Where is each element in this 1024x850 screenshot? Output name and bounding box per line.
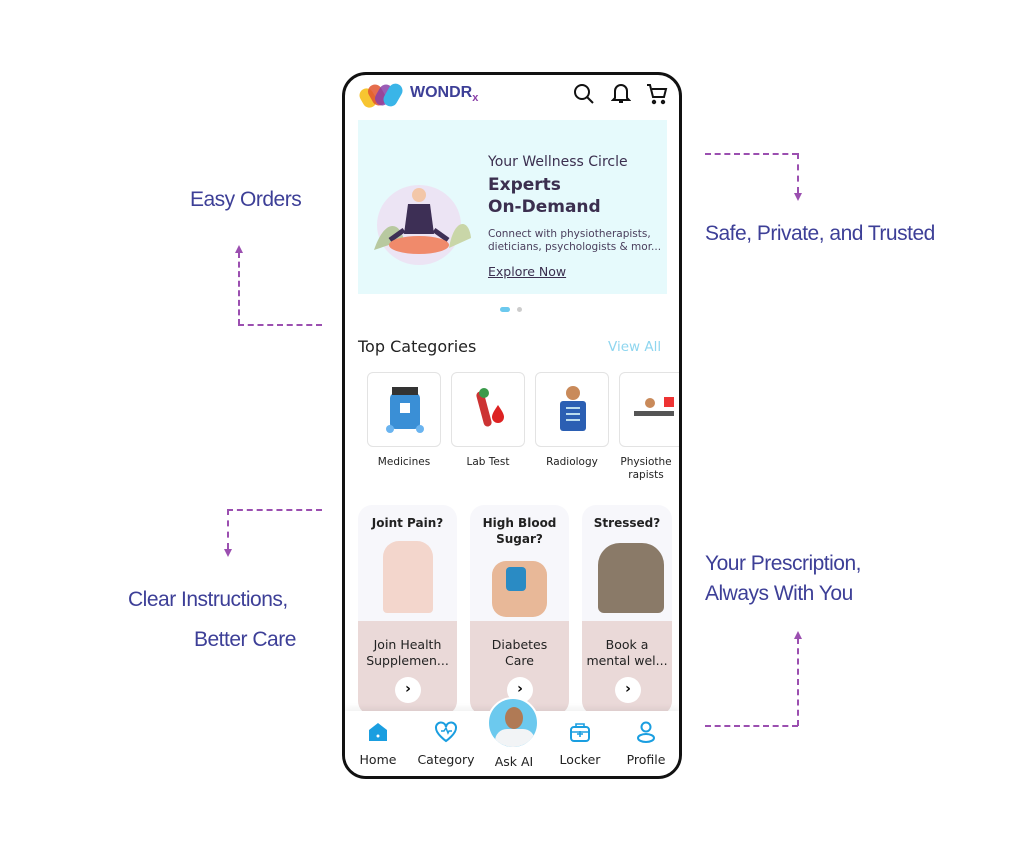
health-card[interactable]: High Blood Sugar? Diabetes Care› xyxy=(470,505,569,715)
banner-title-1: Experts xyxy=(488,175,561,195)
category-lab-test[interactable] xyxy=(451,372,525,447)
glucose-meter-image xyxy=(492,561,547,617)
view-all-link[interactable]: View All xyxy=(608,339,662,355)
category-label: Medicines xyxy=(377,456,431,468)
banner-title-2: On-Demand xyxy=(488,197,601,217)
category-label: Physiothe rapists xyxy=(620,456,672,481)
stressed-man-image xyxy=(598,543,664,613)
card-question: Joint Pain? xyxy=(371,516,444,530)
category-radiology[interactable] xyxy=(535,372,609,447)
card-question: High Blood Sugar? xyxy=(482,516,557,546)
carousel-dot[interactable] xyxy=(517,307,522,312)
brand-sub: x xyxy=(472,92,479,105)
arrow-line xyxy=(797,638,799,726)
arrow-line xyxy=(797,153,799,193)
joint-pain-image xyxy=(383,541,433,613)
annotation-clear-1: Clear Instructions, xyxy=(128,588,288,611)
category-label: Radiology xyxy=(546,456,598,468)
nav-profile[interactable]: Profile xyxy=(613,711,679,776)
annotation-clear-2: Better Care xyxy=(194,628,296,651)
category-physiotherapists[interactable] xyxy=(619,372,679,447)
card-action: Diabetes Care xyxy=(491,637,548,668)
arrow-line xyxy=(227,509,322,511)
chevron-right-icon[interactable]: › xyxy=(615,677,641,703)
explore-now-link[interactable]: Explore Now xyxy=(488,264,567,279)
ai-doctor-avatar xyxy=(487,697,539,749)
arrow-down-icon xyxy=(794,193,802,201)
nav-category[interactable]: Category xyxy=(411,711,481,776)
search-icon[interactable] xyxy=(573,83,595,109)
arrow-line xyxy=(705,725,798,727)
card-action: Join Health Supplemen... xyxy=(366,637,449,668)
arrow-line xyxy=(705,153,798,155)
meditation-illustration xyxy=(364,170,474,270)
category-medicines[interactable] xyxy=(367,372,441,447)
carousel-dot-active[interactable] xyxy=(500,307,510,312)
annotation-easy-orders: Easy Orders xyxy=(190,188,302,211)
arrow-down-icon xyxy=(224,549,232,557)
category-label: Lab Test xyxy=(466,456,510,468)
arrow-line xyxy=(227,509,229,549)
brand-logo xyxy=(359,80,407,110)
annotation-safe: Safe, Private, and Trusted xyxy=(705,222,935,245)
section-title: Top Categories xyxy=(358,337,477,356)
arrow-up-icon xyxy=(794,631,802,639)
card-action: Book a mental wel... xyxy=(586,637,668,668)
nav-label: Ask AI xyxy=(494,754,534,769)
nav-locker[interactable]: Locker xyxy=(547,711,613,776)
nav-label: Category xyxy=(417,752,475,767)
brand-text: WONDR xyxy=(410,84,473,101)
chevron-right-icon[interactable]: › xyxy=(395,677,421,703)
health-card[interactable]: Joint Pain? Join Health Supplemen... › xyxy=(358,505,457,715)
card-question: Stressed? xyxy=(593,516,661,530)
arrow-line xyxy=(238,324,322,326)
nav-home[interactable]: Home xyxy=(345,711,411,776)
cart-icon[interactable] xyxy=(646,83,668,109)
annotation-prescription-2: Always With You xyxy=(705,582,853,605)
nav-label: Profile xyxy=(626,752,666,767)
banner-desc-2: dieticians, psychologists & mor... xyxy=(488,241,662,253)
nav-ask-ai[interactable]: Ask AI xyxy=(481,697,547,776)
arrow-line xyxy=(238,252,240,325)
nav-label: Home xyxy=(359,752,397,767)
arrow-up-icon xyxy=(235,245,243,253)
bell-icon[interactable] xyxy=(610,82,632,108)
annotation-prescription-1: Your Prescription, xyxy=(705,552,861,575)
phone-frame: WONDRx Your Wellness Circle Experts On-D… xyxy=(342,72,682,779)
banner-subtitle: Your Wellness Circle xyxy=(488,154,628,170)
bottom-nav: Home Category Ask AI Locker Profile xyxy=(345,697,679,776)
promo-banner[interactable]: Your Wellness Circle Experts On-Demand C… xyxy=(358,120,667,294)
banner-desc-1: Connect with physiotherapists, xyxy=(488,228,651,240)
brand-name: WONDRx xyxy=(410,84,478,104)
health-card[interactable]: Stressed? Book a mental wel... › xyxy=(582,505,672,715)
nav-label: Locker xyxy=(559,752,601,767)
